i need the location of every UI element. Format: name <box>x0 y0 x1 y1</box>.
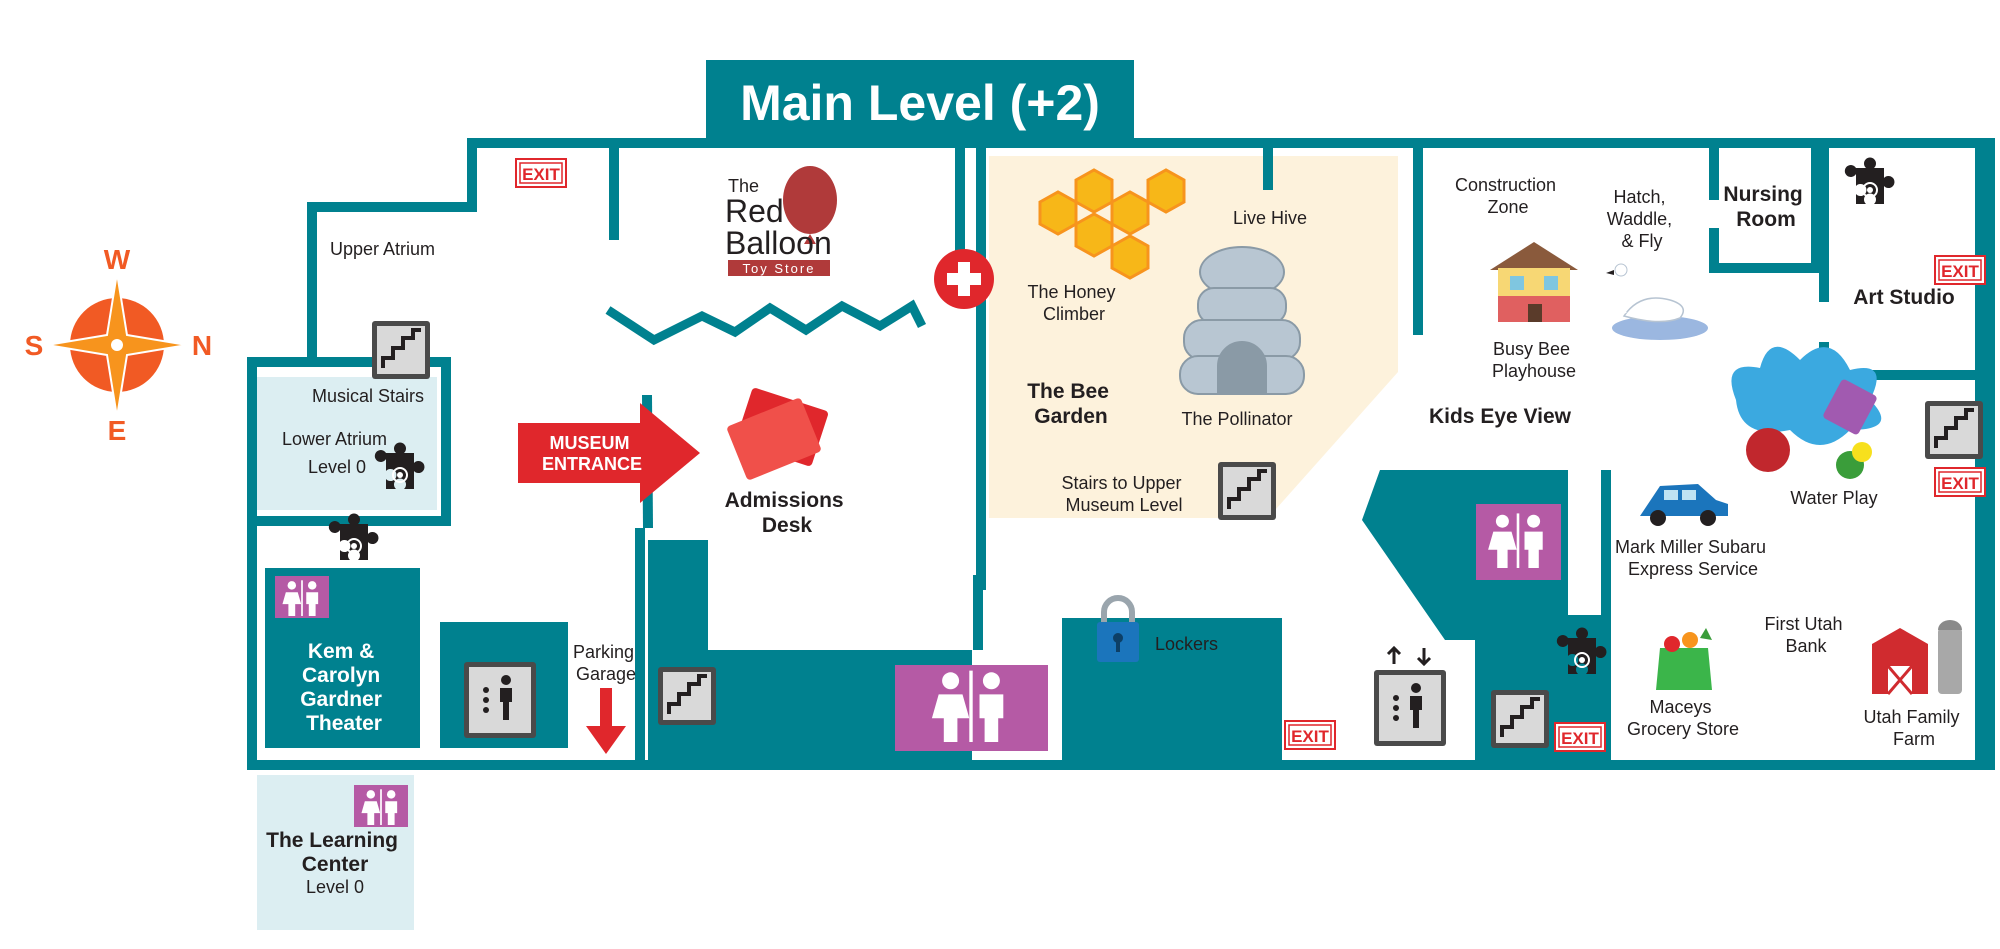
learning-center-label: The Learning Center <box>266 829 404 876</box>
exit-sign: EXIT <box>1934 255 1986 285</box>
title-tab <box>706 60 1134 142</box>
nursing-room-label: Nursing Room <box>1723 183 1808 231</box>
restroom-icon <box>895 665 1048 751</box>
bee-garden-label: The Bee Garden <box>1027 380 1115 428</box>
page-title: Main Level (+2) <box>740 75 1100 131</box>
lower-atrium-label: Lower Atrium Level 0 <box>282 429 392 477</box>
subaru-label: Mark Miller Subaru Express Service <box>1615 537 1771 579</box>
exit-sign: EXIT <box>1284 720 1336 750</box>
barn-icon <box>1872 620 1962 695</box>
car-icon <box>1640 484 1728 526</box>
water-play-label: Water Play <box>1790 488 1877 508</box>
kids-eye-view-label: Kids Eye View <box>1429 405 1572 428</box>
pollinator-label: The Pollinator <box>1181 409 1292 429</box>
stairs-icon <box>370 319 432 381</box>
parking-garage-label: Parking Garage <box>573 642 639 684</box>
svg-text:EXIT: EXIT <box>522 165 560 184</box>
balloon-icon <box>783 166 837 244</box>
stairs-icon <box>1923 399 1985 461</box>
toy-store-tagline: Toy Store <box>743 261 816 276</box>
stairs-icon <box>656 665 718 727</box>
water-splash-icon <box>1731 346 1882 479</box>
beehive-icon <box>1179 246 1305 395</box>
honeycomb-icon <box>1038 168 1186 280</box>
restroom-icon <box>275 576 329 618</box>
restroom-icon <box>1476 504 1561 580</box>
svg-text:EXIT: EXIT <box>1941 262 1979 281</box>
museum-entrance-label: MUSEUM ENTRANCE <box>542 433 642 474</box>
toy-store-tagline-bg <box>728 260 830 276</box>
stairs-upper-label: Stairs to Upper Museum Level <box>1061 473 1186 515</box>
lock-icon <box>1097 595 1139 662</box>
elevator-icon <box>1374 670 1446 746</box>
toy-store-wall <box>605 299 927 346</box>
theater-label: Kem & Carolyn Gardner Theater <box>300 640 388 735</box>
first-aid-icon <box>934 249 994 309</box>
compass-north: N <box>192 330 212 361</box>
elevator-arrows-icon <box>1386 645 1432 667</box>
elevator-icon <box>464 662 536 738</box>
exit-sign: EXIT <box>1934 467 1986 497</box>
svg-text:EXIT: EXIT <box>1561 729 1599 748</box>
lockers-label: Lockers <box>1155 634 1218 654</box>
autism-puzzle-icon <box>1843 156 1896 205</box>
museum-entrance-arrow <box>518 403 700 503</box>
grocery-bag-icon <box>1656 628 1712 690</box>
hatch-waddle-fly-label: Hatch, Waddle, & Fly <box>1607 187 1677 251</box>
construction-zone-label: Construction Zone <box>1455 175 1561 217</box>
live-hive-label: Live Hive <box>1233 208 1307 228</box>
parking-arrow-icon <box>586 688 626 754</box>
restroom-icon <box>354 785 408 827</box>
compass-east: E <box>108 415 127 446</box>
art-studio-label: Art Studio <box>1853 286 1954 309</box>
farm-label: Utah Family Farm <box>1863 707 1964 749</box>
ticket-icon <box>727 388 828 480</box>
stairs-icon <box>1216 460 1278 522</box>
honey-climber-label: The Honey Climber <box>1027 282 1120 324</box>
musical-stairs-label: Musical Stairs <box>312 386 424 406</box>
red-balloon-logo: The Red Balloon <box>725 176 832 261</box>
compass-west: W <box>104 244 131 275</box>
exit-sign: EXIT <box>515 158 567 188</box>
maceys-label: Maceys Grocery Store <box>1627 697 1739 739</box>
svg-text:EXIT: EXIT <box>1941 474 1979 493</box>
upper-atrium-label: Upper Atrium <box>330 239 435 259</box>
busy-bee-label: Busy Bee Playhouse <box>1492 339 1576 381</box>
compass-icon <box>46 272 188 418</box>
stairs-icon <box>1489 688 1551 750</box>
svg-text:EXIT: EXIT <box>1291 727 1329 746</box>
exit-sign: EXIT <box>1554 722 1606 752</box>
compass-south: S <box>25 330 44 361</box>
swan-icon <box>1606 263 1708 340</box>
bank-label: First Utah Bank <box>1764 614 1847 656</box>
learning-center-level: Level 0 <box>306 877 364 897</box>
playhouse-icon <box>1490 242 1578 322</box>
admissions-desk-label: Admissions Desk <box>725 489 850 537</box>
